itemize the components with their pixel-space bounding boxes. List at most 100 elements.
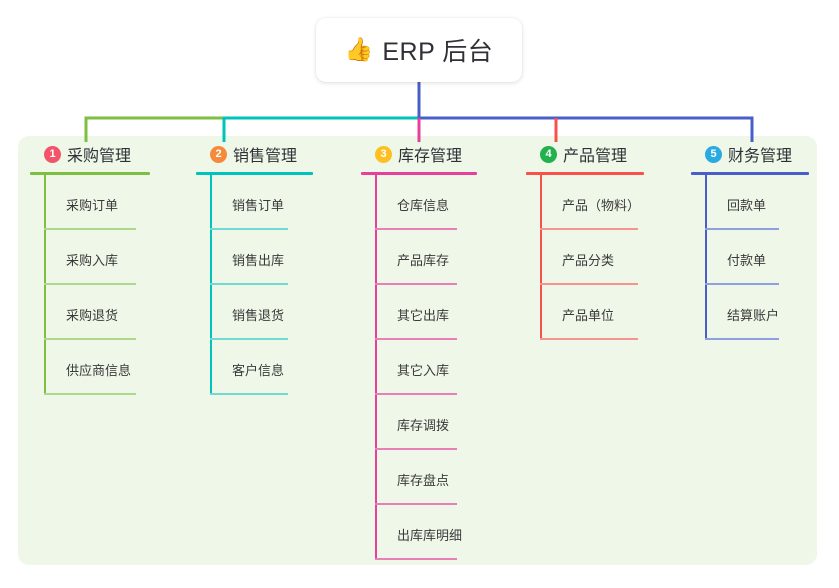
branch-item[interactable]: 采购入库	[30, 230, 190, 285]
branch-item-label: 供应商信息	[66, 363, 132, 378]
branch-title: 销售管理	[233, 148, 298, 165]
branch-spine	[210, 175, 212, 395]
branch-item-rule	[540, 228, 638, 230]
branch-item-label: 产品（物料）	[562, 198, 641, 213]
branch-number-badge: 4	[540, 145, 557, 163]
branch-item-label: 销售订单	[232, 198, 285, 213]
root-node-title: ERP 后台	[382, 38, 494, 66]
branch-item-rule	[375, 558, 457, 560]
branch-item-label: 采购入库	[66, 253, 119, 268]
branch-item-rule	[540, 338, 638, 340]
branch-item-rule	[375, 338, 457, 340]
branch-item-rule	[210, 393, 288, 395]
root-node-erp-backend[interactable]: 👍 ERP 后台	[316, 18, 522, 82]
branch-item-label: 产品单位	[562, 308, 615, 323]
branch-number-badge: 3	[375, 145, 392, 163]
branch-item[interactable]: 产品单位	[526, 285, 696, 340]
branch-spine	[44, 175, 46, 395]
branch-item[interactable]: 客户信息	[196, 340, 356, 395]
branch-item-rule	[375, 228, 457, 230]
branch-item-rule	[540, 283, 638, 285]
branch-header-rule	[691, 172, 809, 175]
branch-spine	[705, 175, 707, 340]
branch-item-rule	[44, 338, 136, 340]
branch-item-label: 结算账户	[727, 308, 780, 323]
branch-spine	[375, 175, 377, 560]
branch-item[interactable]: 销售订单	[196, 175, 356, 230]
branch-item[interactable]: 付款单	[691, 230, 839, 285]
branch-item-rule	[210, 228, 288, 230]
branch-item-label: 其它入库	[397, 363, 450, 378]
branch-header-rule	[526, 172, 644, 175]
branch-header-rule	[30, 172, 150, 175]
branch-item-rule	[210, 338, 288, 340]
branch-title: 财务管理	[728, 148, 793, 165]
branch-item-label: 产品分类	[562, 253, 615, 268]
branch-column-1: 1 采购管理采购订单采购入库采购退货供应商信息	[30, 142, 190, 395]
branch-item-rule	[705, 228, 779, 230]
branch-item-label: 销售出库	[232, 253, 285, 268]
branch-item-label: 库存调拨	[397, 418, 450, 433]
branch-item[interactable]: 采购退货	[30, 285, 190, 340]
branch-item-label: 采购退货	[66, 308, 119, 323]
branch-item-rule	[375, 283, 457, 285]
branch-item[interactable]: 仓库信息	[361, 175, 531, 230]
branch-header-3[interactable]: 3 库存管理	[361, 142, 531, 166]
branch-item-label: 仓库信息	[397, 198, 450, 213]
branch-item-label: 客户信息	[232, 363, 285, 378]
branch-item[interactable]: 库存调拨	[361, 395, 531, 450]
branch-item-rule	[210, 283, 288, 285]
branch-header-rule	[361, 172, 477, 175]
branch-item[interactable]: 销售退货	[196, 285, 356, 340]
branch-number-badge: 2	[210, 145, 227, 163]
branch-item-rule	[44, 283, 136, 285]
branch-header-1[interactable]: 1 采购管理	[30, 142, 190, 166]
branch-item[interactable]: 产品库存	[361, 230, 531, 285]
branch-item[interactable]: 回款单	[691, 175, 839, 230]
branch-item-rule	[44, 393, 136, 395]
branch-item[interactable]: 出库库明细	[361, 505, 531, 560]
branch-item-list: 采购订单采购入库采购退货供应商信息	[30, 175, 190, 395]
branch-item-rule	[375, 393, 457, 395]
branch-item[interactable]: 结算账户	[691, 285, 839, 340]
branch-number-badge: 1	[44, 145, 61, 163]
branch-item-rule	[705, 283, 779, 285]
branch-item-label: 回款单	[727, 198, 767, 213]
branch-item[interactable]: 供应商信息	[30, 340, 190, 395]
branch-item-rule	[375, 448, 457, 450]
branch-item-label: 其它出库	[397, 308, 450, 323]
branch-number-badge: 5	[705, 145, 722, 163]
branch-panel-background	[18, 136, 817, 565]
branch-item-list: 回款单付款单结算账户	[691, 175, 839, 340]
branch-item-rule	[705, 338, 779, 340]
branch-item-label: 库存盘点	[397, 473, 450, 488]
branch-item-rule	[44, 228, 136, 230]
branch-item-list: 仓库信息产品库存其它出库其它入库库存调拨库存盘点出库库明细	[361, 175, 531, 560]
branch-title: 采购管理	[67, 148, 132, 165]
branch-item-label: 产品库存	[397, 253, 450, 268]
branch-column-5: 5 财务管理回款单付款单结算账户	[691, 142, 839, 340]
branch-column-4: 4 产品管理产品（物料） 产品分类产品单位	[526, 142, 696, 340]
branch-title: 产品管理	[563, 148, 628, 165]
branch-item[interactable]: 其它出库	[361, 285, 531, 340]
branch-item[interactable]: 采购订单	[30, 175, 190, 230]
branch-header-4[interactable]: 4 产品管理	[526, 142, 696, 166]
branch-item-rule	[375, 503, 457, 505]
branch-item[interactable]: 产品（物料）	[526, 175, 696, 230]
branch-header-rule	[196, 172, 313, 175]
branch-item[interactable]: 产品分类	[526, 230, 696, 285]
branch-header-2[interactable]: 2 销售管理	[196, 142, 356, 166]
branch-item-list: 产品（物料） 产品分类产品单位	[526, 175, 696, 340]
branch-item[interactable]: 销售出库	[196, 230, 356, 285]
branch-header-5[interactable]: 5 财务管理	[691, 142, 839, 166]
branch-title: 库存管理	[398, 148, 463, 165]
thumbs-up-icon: 👍	[344, 36, 374, 63]
branch-column-2: 2 销售管理销售订单销售出库销售退货客户信息	[196, 142, 356, 395]
branch-item-label: 出库库明细	[397, 528, 463, 543]
branch-item-label: 付款单	[727, 253, 767, 268]
branch-item[interactable]: 库存盘点	[361, 450, 531, 505]
branch-item[interactable]: 其它入库	[361, 340, 531, 395]
branch-spine	[540, 175, 542, 340]
branch-column-3: 3 库存管理仓库信息产品库存其它出库其它入库库存调拨库存盘点出库库明细	[361, 142, 531, 560]
branch-item-label: 采购订单	[66, 198, 119, 213]
